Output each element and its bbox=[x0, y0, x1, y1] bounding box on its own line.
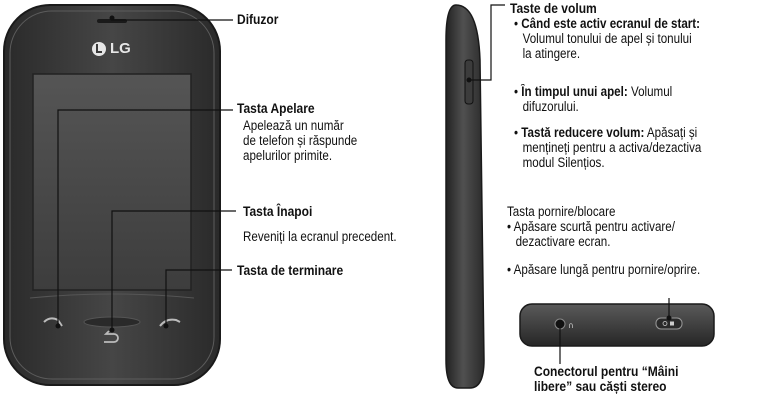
lg-logo-text: LG bbox=[110, 40, 131, 57]
lg-logo-icon bbox=[92, 41, 106, 56]
phone-top: ∩ bbox=[519, 303, 715, 347]
label-pornire-bullet-2: • Apăsare lungă pentru pornire/oprire. bbox=[507, 262, 701, 277]
label-volum-bullet-3: • Tastă reducere volum: Apăsați și menți… bbox=[514, 125, 702, 170]
label-pornire-bullet-1: • Apăsare scurtă pentru activare/ dezact… bbox=[507, 219, 675, 249]
back-key-icon bbox=[103, 330, 119, 343]
label-volum-title: Taste de volum bbox=[510, 0, 597, 16]
label-inapoi-title: Tasta Înapoi bbox=[243, 203, 313, 219]
label-conector: Conectorul pentru “Mâini libere” sau căș… bbox=[534, 363, 679, 394]
label-apelare-title: Tasta Apelare bbox=[237, 100, 315, 116]
svg-text:∩: ∩ bbox=[568, 321, 574, 330]
leader-lines bbox=[55, 4, 672, 364]
label-apelare-desc: Apelează un număr de telefon și răspunde… bbox=[243, 118, 358, 163]
label-pornire-title: Tasta pornire/blocare bbox=[507, 204, 616, 219]
phone-side bbox=[445, 4, 485, 389]
label-difuzor: Difuzor bbox=[237, 11, 279, 27]
label-terminare-title: Tasta de terminare bbox=[237, 262, 344, 278]
lg-logo: LG bbox=[92, 40, 131, 57]
label-volum-bullet-2: • În timpul unui apel: Volumul difuzorul… bbox=[514, 84, 673, 114]
end-key-icon bbox=[159, 318, 181, 327]
label-volum-bullet-1: • Când este activ ecranul de start: Volu… bbox=[514, 16, 701, 61]
label-inapoi-desc: Reveniți la ecranul precedent. bbox=[243, 229, 397, 244]
